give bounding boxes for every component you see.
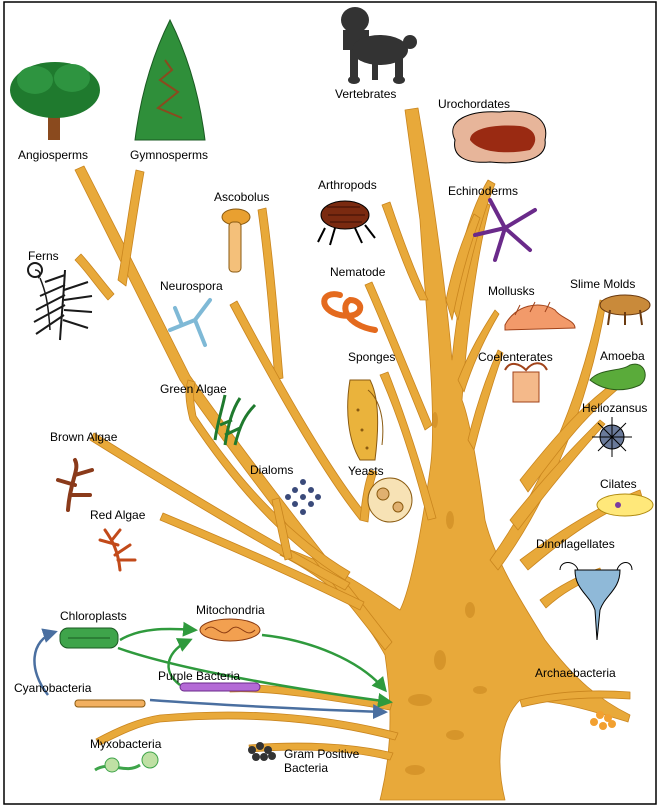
label-nematode: Nematode bbox=[330, 265, 386, 279]
ascobolus-mushroom-icon bbox=[222, 209, 250, 272]
label-ferns: Ferns bbox=[28, 249, 59, 263]
label-angiosperms: Angiosperms bbox=[18, 148, 88, 162]
label-coelenterates: Coelenterates bbox=[478, 350, 553, 364]
label-archaebacteria: Archaebacteria bbox=[535, 666, 616, 680]
fern-icon bbox=[28, 263, 92, 340]
arrow-chloroplast-to-mitochondria bbox=[120, 629, 195, 640]
label-purple-bacteria: Purple Bacteria bbox=[158, 669, 240, 683]
label-gram-positive: Gram Positive bbox=[284, 747, 360, 761]
label-arthropods: Arthropods bbox=[318, 178, 377, 192]
angiosperm-tree-icon bbox=[10, 62, 100, 140]
label-dinoflagellates: Dinoflagellates bbox=[536, 537, 615, 551]
label-ascobolus: Ascobolus bbox=[214, 190, 269, 204]
arthropod-flea-icon bbox=[318, 201, 375, 245]
label-yeasts: Yeasts bbox=[348, 464, 384, 478]
heliozansus-icon bbox=[592, 417, 632, 457]
coelenterate-icon bbox=[505, 363, 547, 402]
label-slime-molds: Slime Molds bbox=[570, 277, 635, 291]
branch-ferns bbox=[75, 254, 114, 300]
mollusk-icon bbox=[505, 302, 575, 330]
label-myxobacteria: Myxobacteria bbox=[90, 737, 162, 751]
dialoms-icon bbox=[285, 479, 321, 515]
purple-bacteria-icon bbox=[180, 683, 260, 691]
label-amoeba: Amoeba bbox=[600, 349, 645, 363]
red-algae-icon bbox=[100, 530, 135, 570]
gymnosperm-tree-icon bbox=[135, 20, 205, 140]
label-mollusks: Mollusks bbox=[488, 284, 535, 298]
myxobacteria-icon bbox=[95, 752, 158, 772]
label-gram-positive-bacteria: Bacteria bbox=[284, 761, 328, 775]
vertebrate-poodle-icon bbox=[341, 7, 417, 84]
mitochondria-icon bbox=[200, 619, 260, 641]
label-cilates: Cilates bbox=[600, 477, 637, 491]
label-brown-algae: Brown Algae bbox=[50, 430, 118, 444]
label-green-algae: Green Algae bbox=[160, 382, 227, 396]
brown-algae-icon bbox=[58, 460, 92, 510]
label-red-algae: Red Algae bbox=[90, 508, 146, 522]
label-cyanobacteria: Cyanobacteria bbox=[14, 681, 92, 695]
cilates-icon bbox=[597, 494, 653, 516]
dinoflagellate-icon bbox=[560, 563, 632, 641]
cyanobacteria-icon bbox=[75, 700, 145, 707]
nematode-icon bbox=[324, 294, 375, 330]
label-heliozansus: Heliozansus bbox=[582, 401, 647, 415]
label-gymnosperms: Gymnosperms bbox=[130, 148, 208, 162]
urochordate-icon bbox=[453, 111, 546, 163]
arrow-mitochondria-to-trunk bbox=[262, 635, 385, 690]
label-chloroplasts: Chloroplasts bbox=[60, 609, 127, 623]
label-mitochondria: Mitochondria bbox=[196, 603, 265, 617]
label-neurospora: Neurospora bbox=[160, 279, 223, 293]
organism-labels: Vertebrates Urochordates Angiosperms Gym… bbox=[14, 87, 647, 775]
label-vertebrates: Vertebrates bbox=[335, 87, 396, 101]
yeasts-icon bbox=[368, 478, 412, 522]
sponge-icon bbox=[348, 380, 383, 460]
label-sponges: Sponges bbox=[348, 350, 395, 364]
amoeba-icon bbox=[590, 364, 645, 390]
slime-mold-icon bbox=[600, 295, 650, 325]
label-urochordates: Urochordates bbox=[438, 97, 510, 111]
label-dialoms: Dialoms bbox=[250, 463, 293, 477]
label-echinoderms: Echinoderms bbox=[448, 184, 518, 198]
neurospora-icon bbox=[170, 300, 210, 345]
chloroplast-icon bbox=[60, 628, 118, 648]
